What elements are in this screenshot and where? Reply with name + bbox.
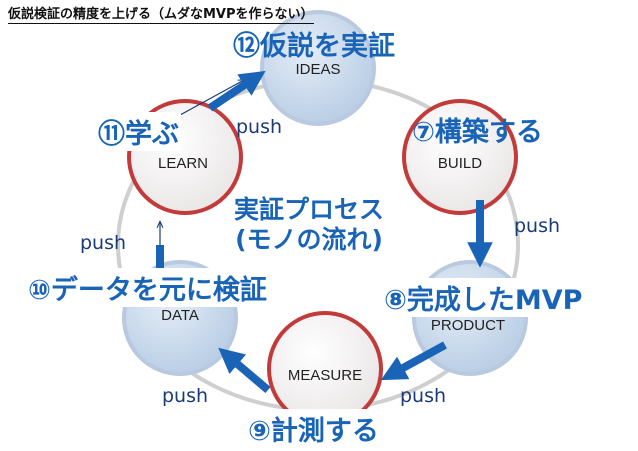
push-label-data-learn: push [80, 232, 127, 254]
arrow-learn-to-ideas [207, 70, 266, 112]
node-build: BUILD [402, 99, 518, 215]
step-8-label: ⑧完成したMVP [382, 278, 585, 317]
push-label-product-measure: push [400, 385, 447, 407]
node-ideas: IDEAS [260, 10, 376, 126]
step-10-label: ⑩データを元に検証 [26, 268, 269, 307]
step-7-label: ⑦構築する [412, 117, 543, 148]
node-measure-label: MEASURE [288, 367, 362, 384]
node-product-label: PRODUCT [431, 317, 505, 334]
push-label-measure-data: push [162, 385, 209, 407]
center-title-line1: 実証プロセス [234, 195, 385, 224]
step-12-label: ⑫仮説を実証 [233, 31, 395, 62]
page-title: 仮説検証の精度を上げる（ムダなMVPを作らない） [8, 3, 314, 24]
step-11-label: ⑪学ぶ [96, 112, 181, 151]
push-label-learn-ideas: push [236, 116, 283, 138]
arrow-measure-to-data [218, 347, 271, 394]
push-label-build-product: push [514, 215, 561, 237]
node-ideas-label: IDEAS [295, 61, 340, 78]
node-build-label: BUILD [438, 155, 482, 172]
step-9-label: ⑨計測する [246, 409, 381, 448]
node-data-label: DATA [161, 307, 199, 324]
arrow-product-to-measure [380, 341, 447, 381]
node-learn-label: LEARN [158, 155, 208, 172]
center-title-line2: (モノの流れ) [235, 225, 383, 254]
center-title: 実証プロセス (モノの流れ) [234, 195, 384, 255]
